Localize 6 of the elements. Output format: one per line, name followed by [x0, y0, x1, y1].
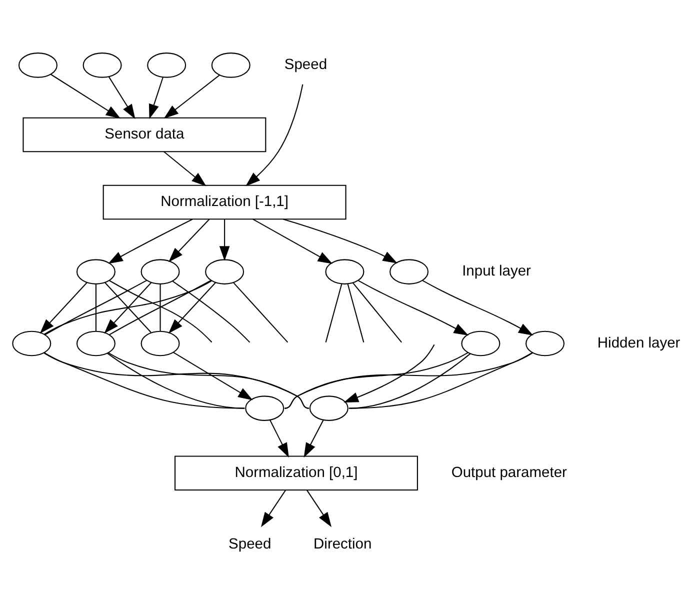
label: Hidden layer	[597, 335, 680, 352]
label: Output parameter	[451, 465, 567, 482]
label: Input layer	[462, 264, 531, 280]
node-text: Speed	[284, 57, 328, 74]
node-text: Direction	[314, 536, 372, 553]
node-text: Speed	[228, 536, 272, 553]
